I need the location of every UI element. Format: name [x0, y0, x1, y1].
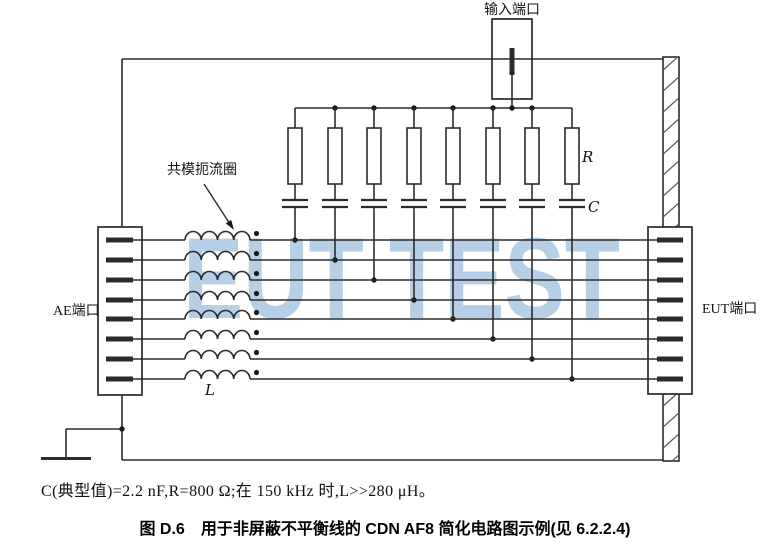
watermark-text: EUT TEST [183, 215, 620, 343]
input-port-label: 输入端口 [484, 3, 540, 18]
choke-label: 共模扼流圈 [167, 163, 237, 178]
inductor-label: L [205, 381, 215, 399]
component-values-note: C(典型值)=2.2 nF,R=800 Ω;在 150 kHz 时,L>>280… [41, 483, 436, 500]
capacitor-label: C [588, 198, 600, 216]
ae-port-label: AE端口 [53, 304, 100, 319]
figure-caption: 图 D.6 用于非屏蔽不平衡线的 CDN AF8 简化电路图示例(见 6.2.2… [139, 521, 631, 538]
eut-port-label: EUT端口 [702, 302, 758, 317]
resistor-label: R [582, 148, 594, 166]
